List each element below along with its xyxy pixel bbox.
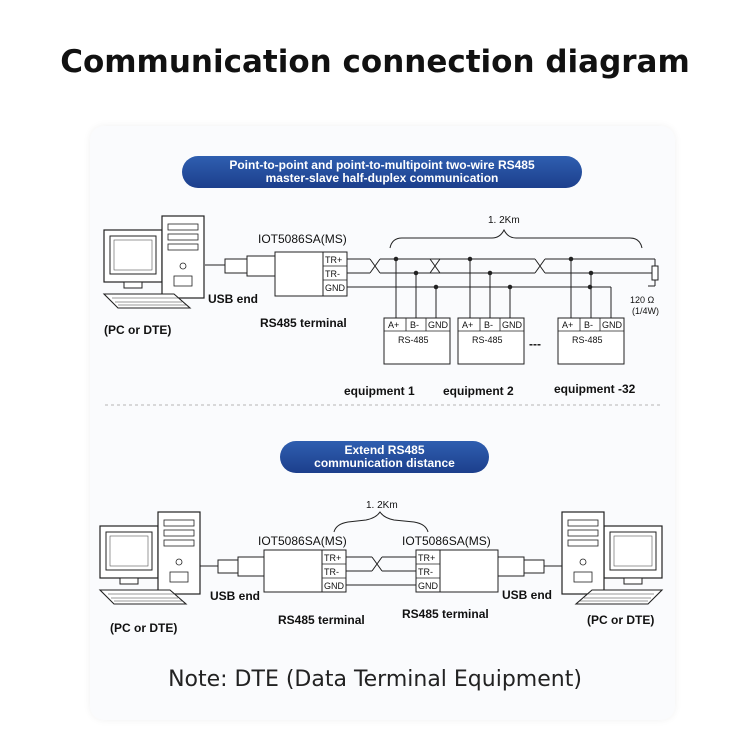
- eq32-pin-b: B-: [584, 320, 593, 330]
- section1-ellipsis: ---: [529, 337, 541, 351]
- section1-device-name: IOT5086SA(MS): [258, 232, 347, 246]
- section2-right-terminal-gnd: GND: [418, 581, 439, 591]
- section2-left-terminal-trp: TR+: [324, 553, 341, 563]
- eq1-pin-b: B-: [410, 320, 419, 330]
- section2-left-terminal-gnd: GND: [324, 581, 345, 591]
- section2-left-terminal-trm: TR-: [324, 567, 339, 577]
- section1-pc-label: (PC or DTE): [104, 323, 171, 337]
- section1-terminal-trm: TR-: [325, 269, 340, 279]
- section2-banner-line1: Extend RS485: [344, 443, 425, 457]
- section1-usb-label: USB end: [208, 292, 258, 306]
- eq32-module: RS-485: [572, 335, 603, 345]
- section2-rs485-terminal-left: RS485 terminal: [278, 613, 365, 627]
- section2-device-left: IOT5086SA(MS): [258, 534, 347, 548]
- section1-equipment-1-label: equipment 1: [344, 384, 415, 398]
- section2-usb-right-label: USB end: [502, 588, 552, 602]
- section1-equipment-2-label: equipment 2: [443, 384, 514, 398]
- eq1-module: RS-485: [398, 335, 429, 345]
- section1-rs485-terminal-label: RS485 terminal: [260, 316, 347, 330]
- section1-pc: [103, 215, 205, 309]
- section2-pc-left: [99, 511, 201, 605]
- section1-resistor-value: 120 Ω: [630, 295, 655, 305]
- section1-banner: Point-to-point and point-to-multipoint t…: [182, 156, 582, 188]
- note-text: Note: DTE (Data Terminal Equipment): [168, 667, 582, 692]
- eq2-pin-a: A+: [462, 320, 473, 330]
- section2-pc-right: [561, 511, 663, 605]
- eq1-pin-gnd: GND: [428, 320, 449, 330]
- eq2-module: RS-485: [472, 335, 503, 345]
- section2-right-terminal-trm: TR-: [418, 567, 433, 577]
- section2-device-right: IOT5086SA(MS): [402, 534, 491, 548]
- section2-usb-plug-left: [217, 559, 239, 574]
- section1-equipment-1: [383, 317, 451, 365]
- section2-distance: 1. 2Km: [366, 500, 398, 511]
- section2-rs485-terminal-right: RS485 terminal: [402, 607, 489, 621]
- eq1-pin-a: A+: [388, 320, 399, 330]
- section1-banner-line2: master-slave half-duplex communication: [265, 171, 499, 185]
- page-title: Communication connection diagram: [60, 44, 690, 80]
- section1-banner-line1: Point-to-point and point-to-multipoint t…: [229, 158, 535, 172]
- section1-resistor-power: (1/4W): [632, 306, 659, 316]
- section2-right-terminal-trp: TR+: [418, 553, 435, 563]
- section2-banner: Extend RS485 communication distance: [280, 441, 489, 473]
- section2-converter-right: [439, 549, 499, 593]
- section1-usb-plug: [224, 258, 248, 274]
- section2-link: [346, 556, 416, 586]
- eq2-pin-gnd: GND: [502, 320, 523, 330]
- section1-terminal-gnd: GND: [325, 283, 346, 293]
- section2-pc-right-label: (PC or DTE): [587, 613, 654, 627]
- section1-equipment-32-label: equipment -32: [554, 382, 636, 396]
- eq2-pin-b: B-: [484, 320, 493, 330]
- section2-banner-line2: communication distance: [314, 456, 455, 470]
- section2-converter-left: [263, 549, 323, 593]
- eq32-pin-gnd: GND: [602, 320, 623, 330]
- section2-pc-left-label: (PC or DTE): [110, 621, 177, 635]
- eq32-pin-a: A+: [562, 320, 573, 330]
- section2-usb-plug-right: [523, 559, 545, 574]
- section2-usb-left-label: USB end: [210, 589, 260, 603]
- section1-converter: [274, 251, 324, 297]
- section1-bus: [347, 258, 659, 288]
- section1-equipment-32: [557, 317, 625, 365]
- section1-equipment-2: [457, 317, 525, 365]
- section1-distance: 1. 2Km: [488, 215, 520, 226]
- section1-terminal-trp: TR+: [325, 255, 342, 265]
